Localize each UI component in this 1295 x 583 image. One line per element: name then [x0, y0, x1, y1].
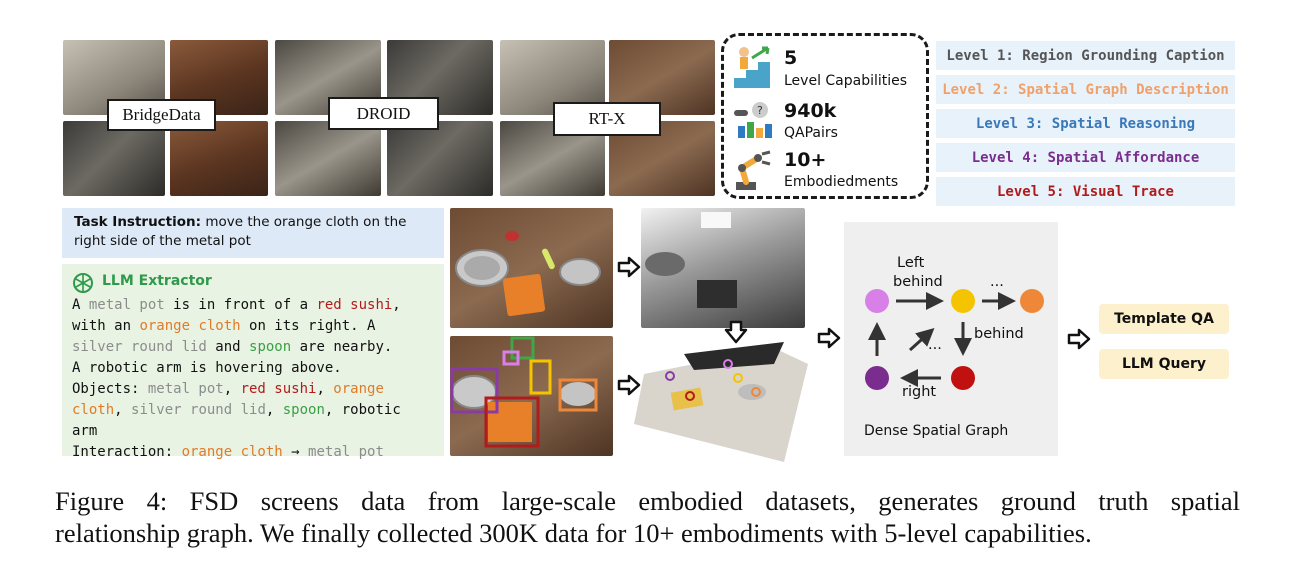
graph-edges — [868, 292, 1016, 387]
stat-value-qapairs: 940k — [784, 100, 837, 122]
text-span: is in front of a — [164, 297, 317, 313]
arrow-right-icon — [817, 327, 841, 349]
level-2: Level 2: Spatial Graph Description — [936, 75, 1235, 104]
dataset-label-rtx: RT-X — [553, 102, 661, 136]
object-red-sushi: red sushi — [240, 381, 317, 397]
text-span: , — [316, 381, 334, 397]
task-instruction-text: move the orange cloth on the right side … — [74, 214, 407, 249]
text-span: , — [114, 402, 132, 418]
level-5: Level 5: Visual Trace — [936, 177, 1235, 206]
template-qa-box: Template QA — [1099, 304, 1229, 334]
object-metal-pot: metal pot — [147, 381, 224, 397]
llm-extractor-title: LLM Extractor — [102, 273, 212, 289]
scene-bounding-boxes — [450, 336, 598, 448]
object-metal-pot: metal pot — [88, 297, 165, 313]
edge-label-behind-top: behind — [893, 274, 943, 290]
arrow-right-icon — [1067, 328, 1091, 350]
object-orange-cloth: cloth — [72, 402, 115, 418]
text-span: , — [265, 402, 283, 418]
object-red-sushi: red sushi — [316, 297, 393, 313]
bar-chart-question-icon: ? — [734, 102, 772, 138]
object-spoon: spoon — [249, 339, 292, 355]
robot-arm-icon — [736, 150, 771, 190]
object-metal-pot: metal pot — [308, 444, 384, 460]
text-span: and — [206, 339, 250, 355]
stairs-growth-icon — [734, 46, 770, 88]
stat-label-qapairs: QAPairs — [784, 125, 838, 141]
arrow-right-icon — [617, 374, 641, 396]
text-line: A robotic arm is hovering above. — [72, 360, 342, 376]
edge-label-right: right — [902, 384, 937, 400]
task-instruction-label: Task Instruction: — [74, 214, 202, 230]
text-span: A — [72, 297, 89, 313]
objects-label: Objects: — [72, 381, 148, 397]
text-span: → — [282, 444, 309, 460]
droid-photo-3 — [275, 121, 381, 196]
llm-query-box: LLM Query — [1099, 349, 1229, 379]
scene-photo-boxes — [450, 336, 613, 456]
graph-title: Dense Spatial Graph — [864, 423, 1009, 439]
text-span: on its right. A — [240, 318, 376, 334]
graph-node-cloth — [951, 366, 975, 390]
droid-photo-4 — [387, 121, 493, 196]
edge-label-dots-mid: ... — [928, 337, 942, 353]
stat-label-levels: Level Capabilities — [784, 73, 908, 89]
arrow-right-icon — [617, 256, 641, 278]
stats-box: 5 Level Capabilities ? 940k QAPairs 10+ … — [721, 33, 929, 199]
point-cloud-image — [624, 334, 810, 462]
level-1: Level 1: Region Grounding Caption — [936, 41, 1235, 70]
text-span: are nearby. — [291, 339, 393, 355]
graph-node-lid — [865, 289, 889, 313]
scene-objects-illustration — [455, 231, 601, 317]
stat-value-levels: 5 — [784, 47, 798, 69]
bridgedata-photo-3 — [63, 121, 165, 196]
svg-text:?: ? — [757, 104, 763, 117]
object-orange-cloth: orange cloth — [139, 318, 241, 334]
scene-photo-raw — [450, 208, 613, 328]
llm-extractor-text: A metal pot is in front of a red sushi , … — [72, 295, 442, 463]
graph-node-spoon — [951, 289, 975, 313]
object-spoon: spoon — [282, 402, 325, 418]
graph-node-pot — [1020, 289, 1044, 313]
dense-spatial-graph: Left behind ... behind ... right Dense S… — [844, 222, 1058, 456]
level-4: Level 4: Spatial Affordance — [936, 143, 1235, 172]
level-3: Level 3: Spatial Reasoning — [936, 109, 1235, 138]
dataset-label-droid: DROID — [328, 97, 439, 130]
figure-caption: Figure 4: FSD screens data from large-sc… — [55, 485, 1240, 549]
object-orange-cloth: orange — [333, 381, 384, 397]
object-silver-lid: silver round lid — [131, 402, 266, 418]
caption-line-1: Figure 4: FSD screens data from large-sc… — [55, 486, 1240, 516]
interaction-label: Interaction: — [72, 444, 182, 460]
edge-label-behind: behind — [974, 326, 1024, 342]
depth-map-image — [641, 208, 805, 328]
text-span: with an — [72, 318, 140, 334]
text-span: , — [392, 297, 401, 313]
object-orange-cloth: orange cloth — [181, 444, 283, 460]
text-span: , — [223, 381, 241, 397]
text-span: , robotic — [324, 402, 401, 418]
edge-label-left: Left — [897, 255, 925, 271]
caption-line-2: relationship graph. We finally collected… — [55, 518, 1092, 548]
task-instruction: Task Instruction: move the orange cloth … — [62, 208, 444, 258]
dataset-label-bridgedata: BridgeData — [107, 99, 216, 131]
object-silver-lid: silver round lid — [72, 339, 207, 355]
llm-extractor-panel: LLM Extractor A metal pot is in front of… — [62, 264, 444, 460]
stat-label-embodiments: Embodiedments — [784, 174, 899, 190]
point-cloud-illustration — [634, 342, 808, 462]
edge-label-dots-top: ... — [990, 274, 1004, 290]
text-line: arm — [72, 423, 98, 439]
graph-node-sushi — [865, 366, 889, 390]
depth-objects-illustration — [645, 212, 737, 308]
bridgedata-photo-4 — [170, 121, 268, 196]
arrow-down-icon — [724, 320, 748, 344]
stat-value-embodiments: 10+ — [784, 149, 827, 171]
openai-logo-icon — [73, 273, 93, 293]
